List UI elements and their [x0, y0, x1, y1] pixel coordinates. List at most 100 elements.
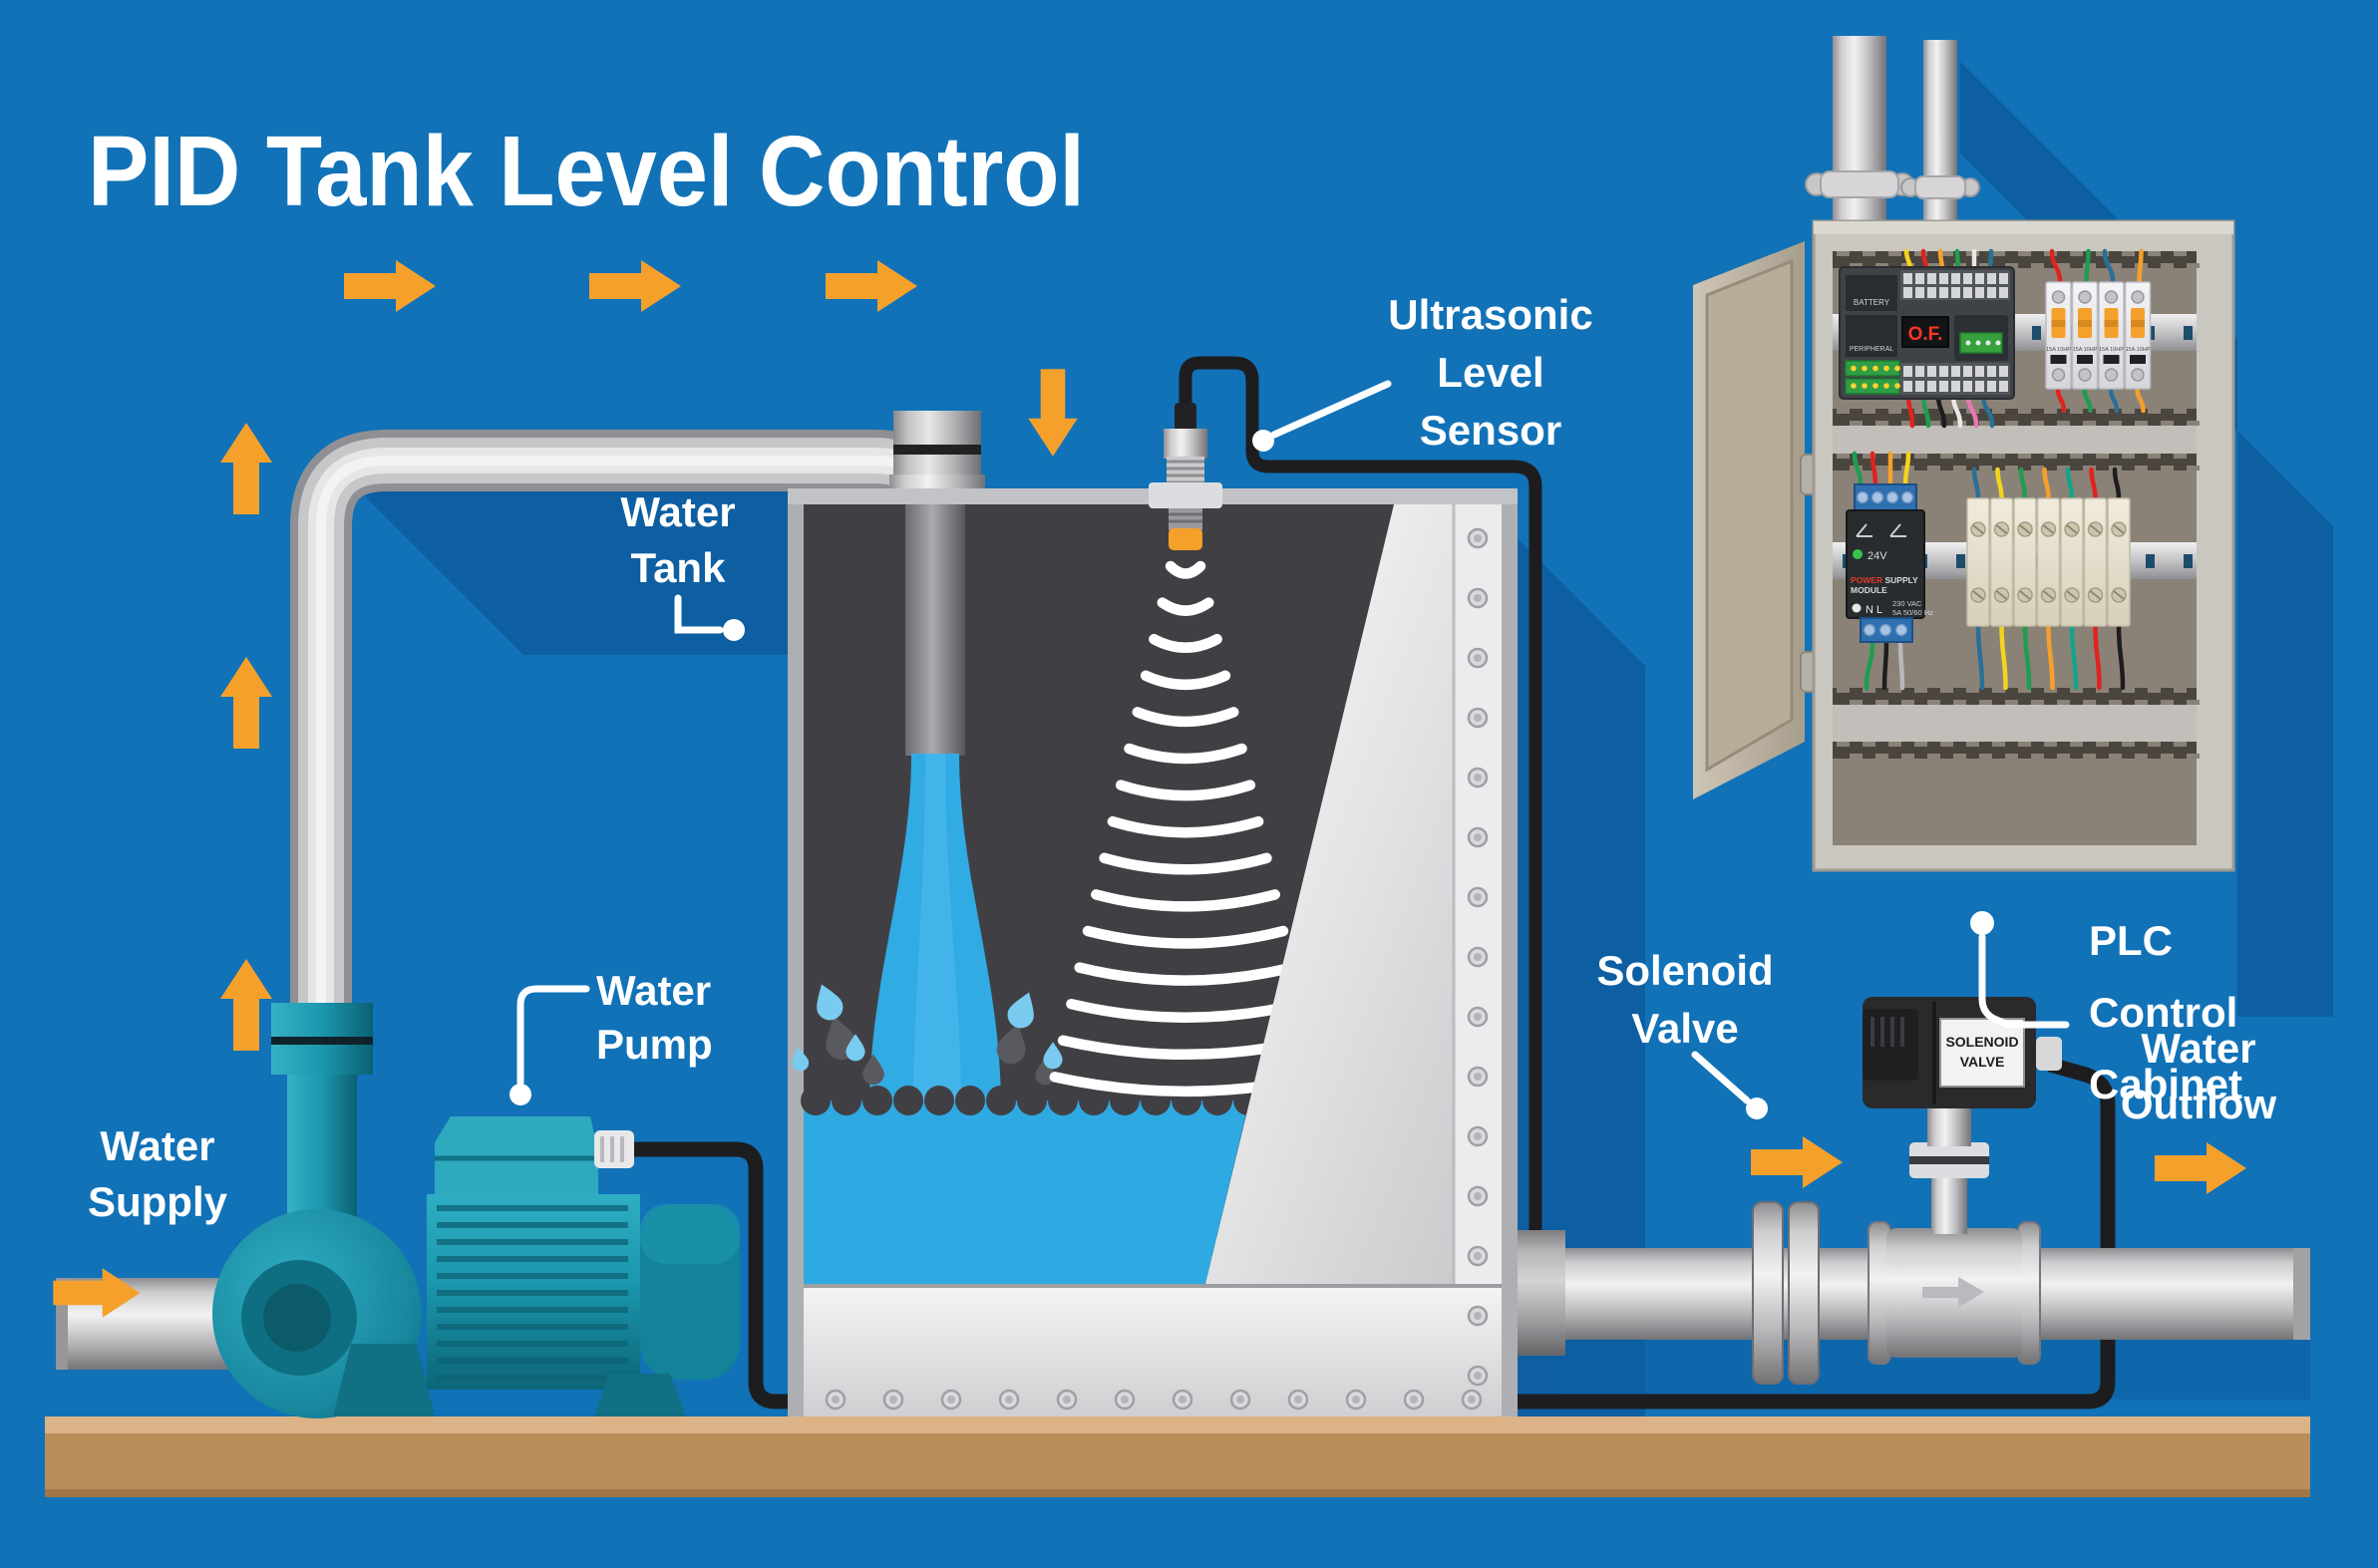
- fuse-holder: [2060, 497, 2084, 627]
- leader-dot: [1970, 911, 1994, 935]
- label-water-supply: Water Supply: [88, 1122, 228, 1225]
- svg-text:Pump: Pump: [596, 1021, 713, 1068]
- wire: [2042, 467, 2051, 501]
- svg-text:Sensor: Sensor: [1420, 407, 1561, 454]
- svg-text:Supply: Supply: [88, 1178, 228, 1225]
- svg-text:Water: Water: [596, 967, 711, 1014]
- beam-arc: [1066, 998, 1305, 1023]
- water-surface-waves: [801, 1086, 1263, 1115]
- svg-text:Valve: Valve: [1631, 1005, 1738, 1052]
- flow-arrow: [53, 1268, 141, 1318]
- beam-arc: [1165, 560, 1206, 579]
- beam-arc: [1157, 597, 1214, 616]
- splash-drop: [792, 1047, 810, 1072]
- rivet-center: [1063, 1396, 1071, 1404]
- pipe-flange: [1752, 1201, 1784, 1385]
- wire: [2089, 467, 2098, 501]
- psu-terminals: N L: [1866, 604, 1882, 616]
- rivets: [825, 527, 1489, 1411]
- fuse-holder: [1966, 497, 1990, 627]
- rivet-center: [1474, 893, 1482, 901]
- wire: [1881, 639, 1889, 691]
- leader-dot: [510, 1084, 531, 1105]
- splash-drop: [1007, 992, 1034, 1029]
- splash-drop: [1043, 1042, 1063, 1070]
- rivet-center: [1474, 1013, 1482, 1021]
- svg-text:Outflow: Outflow: [2121, 1081, 2277, 1127]
- valve-plate-line2: VALVE: [1960, 1054, 2005, 1070]
- splash-drop: [846, 1034, 865, 1062]
- beam-arc: [1132, 707, 1239, 728]
- rivet-center: [1474, 1252, 1482, 1260]
- wave-scallop: [1048, 1086, 1078, 1115]
- sensor-connector: [1175, 403, 1196, 431]
- wire: [2102, 248, 2116, 285]
- beam-arc: [1140, 670, 1231, 691]
- flow-direction-mark: [1922, 1277, 1984, 1308]
- sensor-cable: [1179, 356, 1542, 1288]
- rivet-center: [1474, 1132, 1482, 1140]
- wire: [1902, 451, 1911, 487]
- wave-scallop: [1017, 1086, 1047, 1115]
- flow-arrows: [53, 260, 2246, 1318]
- page-title: PID Tank Level Control: [88, 116, 1085, 227]
- svg-text:MODULE: MODULE: [1851, 585, 1887, 595]
- plc-display: [1901, 316, 1949, 348]
- rail-slot: [2184, 554, 2193, 568]
- solenoid-valve-assembly: SOLENOID VALVE: [1518, 997, 2310, 1385]
- label-water-pump: Water Pump: [510, 967, 713, 1105]
- pump-junction-box: [435, 1116, 598, 1194]
- fuse-holder: [1989, 497, 2014, 627]
- motor-fins: [437, 1205, 628, 1381]
- wave-scallop: [832, 1086, 861, 1115]
- wire: [1897, 639, 1905, 691]
- svg-text:Water: Water: [100, 1122, 214, 1169]
- svg-text:Level: Level: [1437, 349, 1543, 396]
- ultrasonic-level-sensor-device: [1149, 403, 1222, 550]
- leader-dot: [1746, 1098, 1768, 1119]
- rivet-center: [1474, 714, 1482, 722]
- motor-foot: [594, 1374, 686, 1416]
- flow-arrow: [344, 260, 436, 312]
- splash-drop: [817, 984, 844, 1021]
- plc-peripheral-label: PERIPHERAL: [1850, 346, 1893, 353]
- svg-text:Tank: Tank: [631, 544, 727, 591]
- fuse-holder: [2013, 497, 2037, 627]
- beam-arc: [1115, 780, 1256, 801]
- rivet-center: [1474, 1073, 1482, 1081]
- svg-text:Solenoid: Solenoid: [1596, 947, 1773, 994]
- wire: [2116, 623, 2126, 691]
- svg-text:Water: Water: [2141, 1025, 2255, 1072]
- svg-text:230 VAC: 230 VAC: [1892, 599, 1922, 608]
- rivet-center: [1474, 654, 1482, 662]
- wave-scallop: [986, 1086, 1016, 1115]
- wire: [1869, 451, 1878, 487]
- beam-arc: [1124, 743, 1247, 765]
- plc-display-value: O.F.: [1908, 324, 1943, 345]
- svg-text:Ultrasonic: Ultrasonic: [1388, 291, 1592, 338]
- rivet-center: [1474, 1372, 1482, 1380]
- beam-arc: [1082, 925, 1289, 949]
- pipe-flange: [1788, 1201, 1820, 1385]
- wave-scallop: [955, 1086, 985, 1115]
- tank-cutaway-panel: [1205, 504, 1502, 1284]
- psu-led-label: 24V: [1868, 550, 1887, 562]
- beam-arc: [1074, 962, 1297, 986]
- wave-scallop: [862, 1086, 892, 1115]
- wire: [2137, 248, 2144, 285]
- flow-arrow: [589, 260, 681, 312]
- label-plc-control-cabinet: PLC Control Cabinet: [1970, 911, 2242, 1107]
- wire: [2082, 386, 2093, 414]
- label-water-tank: Water Tank: [620, 488, 745, 641]
- wave-scallop: [801, 1086, 831, 1115]
- wire: [1999, 623, 2008, 691]
- rivet-center: [1474, 953, 1482, 961]
- wire: [2069, 623, 2079, 691]
- rivet-center: [1474, 534, 1482, 542]
- sensor-tip: [1169, 528, 1202, 550]
- rivet-center: [1294, 1396, 1302, 1404]
- flow-arrow: [826, 260, 917, 312]
- svg-text:POWER SUPPLY: POWER SUPPLY: [1851, 575, 1918, 585]
